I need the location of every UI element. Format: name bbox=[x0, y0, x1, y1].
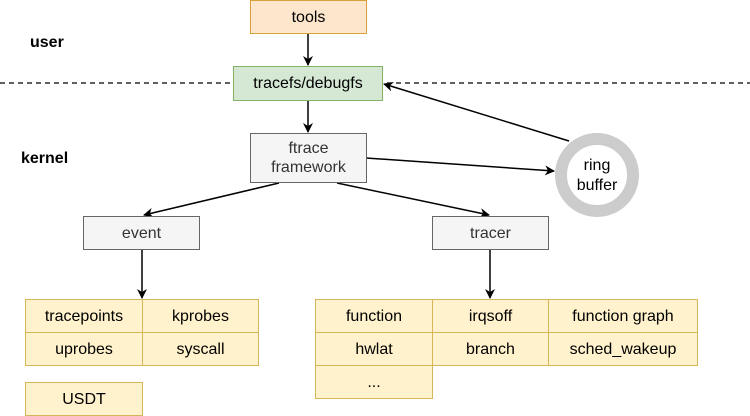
arrow-ftrace-ring bbox=[365, 157, 555, 176]
arrow-ftrace-event bbox=[143, 182, 280, 218]
tools-box: tools bbox=[250, 0, 367, 34]
tracefs-box: tracefs/debugfs bbox=[233, 66, 383, 101]
tracer-type-cell: function graph bbox=[548, 299, 698, 333]
tracer-type-cell: irqsoff bbox=[432, 299, 549, 333]
event-type-cell: kprobes bbox=[142, 299, 259, 333]
arrow-ring-tracefs bbox=[383, 81, 570, 142]
tracer-type-cell: ... bbox=[315, 365, 433, 399]
event-box: event bbox=[83, 216, 200, 250]
event-type-cell: USDT bbox=[25, 382, 143, 416]
ring-buffer-label: ring buffer bbox=[576, 157, 618, 194]
ring-buffer-shape bbox=[555, 133, 639, 217]
tracer-type-cell: branch bbox=[432, 332, 549, 366]
user-space-label: user bbox=[30, 34, 64, 51]
tracer-type-cell: function bbox=[315, 299, 433, 333]
event-type-cell: uprobes bbox=[25, 332, 143, 366]
tracer-type-cell: sched_wakeup bbox=[548, 332, 698, 366]
event-type-cell: syscall bbox=[142, 332, 259, 366]
kernel-space-label: kernel bbox=[21, 150, 69, 167]
tracer-box: tracer bbox=[432, 216, 549, 250]
ftrace-box: ftrace framework bbox=[250, 133, 367, 183]
event-type-cell: tracepoints bbox=[25, 299, 143, 333]
arrow-ftrace-tracer bbox=[336, 182, 490, 219]
tracer-type-cell: hwlat bbox=[315, 332, 433, 366]
